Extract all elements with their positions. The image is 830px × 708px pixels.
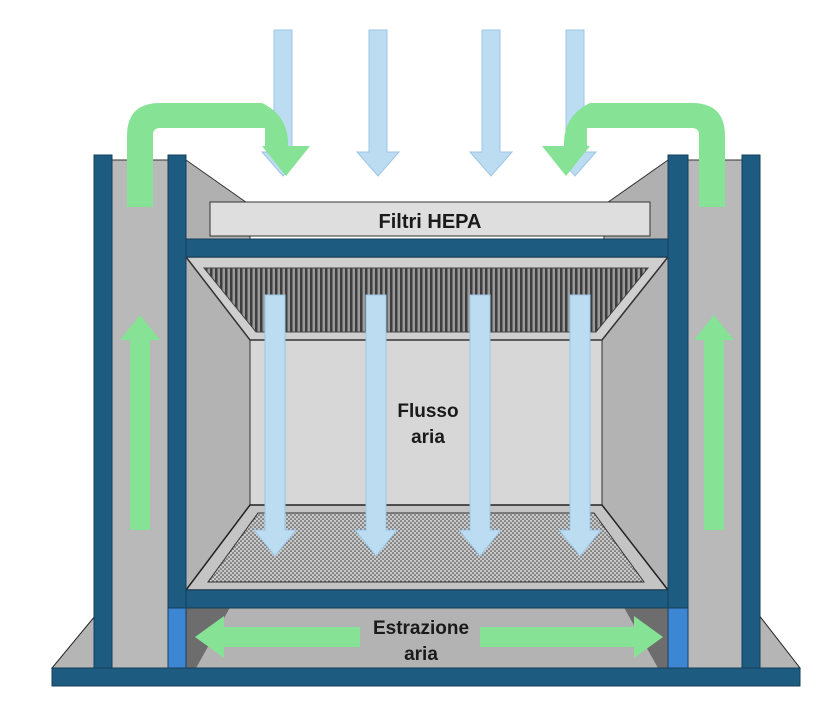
bottom-beam [185,589,669,609]
hepa-filter-box [209,201,651,237]
airflow-label-line1: Flusso [397,401,458,422]
intake-arrow-3 [468,29,514,177]
left-recirculation-arrow [127,103,289,207]
right-upflow-arrow [694,315,734,530]
downflow-arrow-2 [353,294,399,557]
base-bar [51,667,801,687]
left-inner-column [167,154,187,609]
downflow-arrow-4 [557,294,603,557]
right-foot [667,607,689,669]
extraction-label-line2: aria [404,644,438,665]
right-recirculation-arrow [563,103,725,207]
interior-back-wall [249,339,603,506]
left-upflow-arrow [120,315,160,530]
right-recirculation-arrowhead [542,146,590,176]
right-base-slope [754,608,802,669]
left-foot [167,607,187,669]
hepa-label: Filtri HEPA [379,211,482,233]
left-base-slope [50,608,101,669]
left-outer-column [93,154,113,669]
airflow-label-line2: aria [411,427,445,448]
intake-arrow-2 [355,29,401,177]
top-beam [185,238,669,258]
ceiling-grille [202,267,650,333]
right-outer-column [741,154,761,669]
downflow-arrow-3 [457,294,503,557]
extraction-left-arrow [195,616,360,658]
left-recirculation-arrowhead [262,146,310,176]
right-inner-column [667,154,689,609]
extraction-label-line1: Estrazione [373,618,469,639]
extraction-right-arrow [480,616,663,658]
downflow-arrow-1 [252,294,298,557]
